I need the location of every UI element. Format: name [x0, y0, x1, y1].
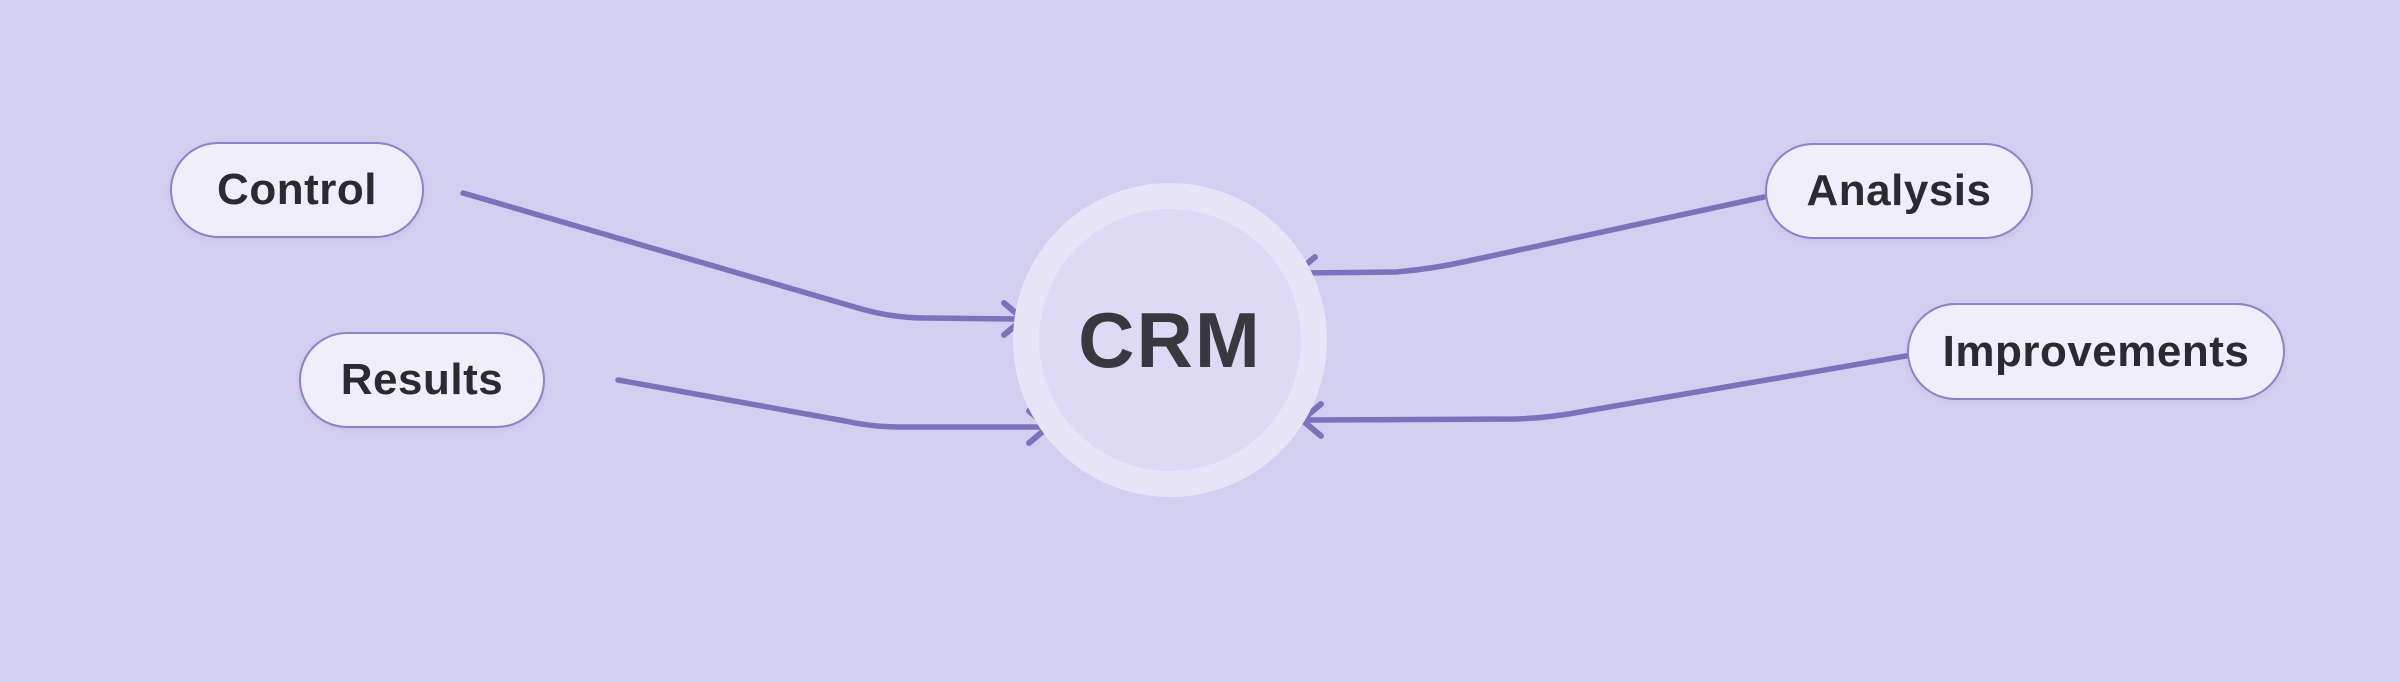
crm-circle-outer: CRM — [1013, 183, 1327, 497]
node-control: Control — [170, 142, 424, 238]
node-results: Results — [299, 332, 545, 428]
crm-circle-inner: CRM — [1039, 209, 1301, 471]
crm-label: CRM — [1078, 295, 1262, 384]
connector-results-to-crm — [615, 377, 1051, 446]
node-analysis: Analysis — [1765, 143, 2033, 239]
node-results-label: Results — [340, 355, 504, 404]
node-improvements: Improvements — [1907, 303, 2285, 400]
node-improvements-label: Improvements — [1942, 326, 2250, 376]
connector-improvements-to-crm — [1299, 353, 1909, 439]
connector-control-to-crm — [460, 190, 1026, 338]
node-control-label: Control — [217, 165, 377, 214]
node-analysis-label: Analysis — [1806, 166, 1992, 215]
connector-analysis-to-crm — [1293, 194, 1767, 292]
